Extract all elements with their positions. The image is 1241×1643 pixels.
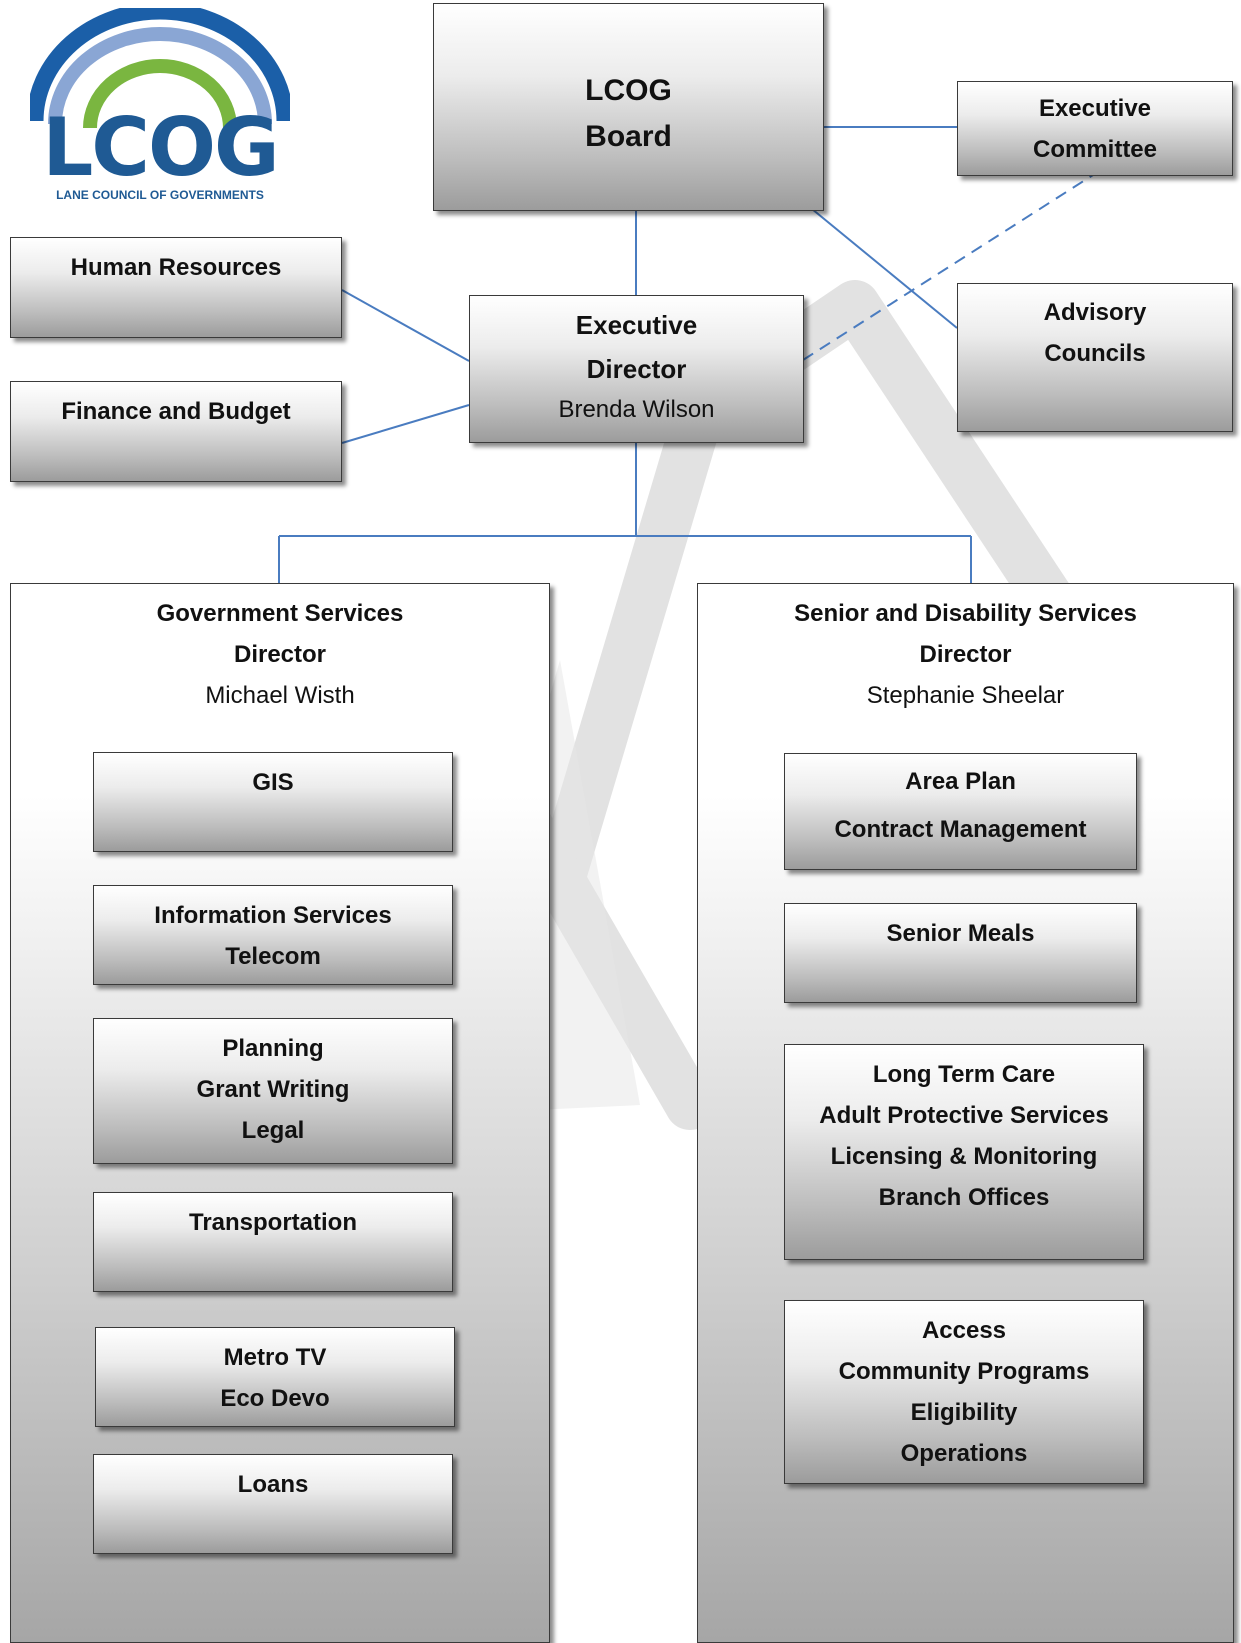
unit-gis-line1: GIS	[252, 769, 294, 796]
unit-senior-meals-line1: Senior Meals	[886, 920, 1035, 947]
unit-transportation-line1: Transportation	[188, 1209, 357, 1236]
executive-committee-line2: Committee	[1032, 136, 1158, 163]
unit-planning-line1: Planning	[222, 1035, 324, 1062]
unit-loans-line1: Loans	[237, 1471, 309, 1498]
advisory-councils-line1: Advisory	[1043, 299, 1147, 326]
executive-director-line2: Director	[586, 354, 687, 384]
unit-long-term-care-line1: Long Term Care	[872, 1061, 1056, 1088]
unit-planning-line3: Legal	[241, 1117, 305, 1144]
government-services-header: Government Services Director Michael Wis…	[11, 584, 549, 716]
executive-director-box: Executive Director Brenda Wilson	[469, 295, 804, 443]
lcog-logo: LCOG LANE COUNCIL OF GOVERNMENTS	[26, 2, 294, 208]
unit-transportation: Transportation	[93, 1192, 453, 1292]
lcog-board-box: LCOG Board	[433, 3, 824, 211]
advisory-councils-box: Advisory Councils	[957, 283, 1233, 432]
unit-access-line3: Eligibility	[910, 1399, 1018, 1426]
executive-committee-box: Executive Committee	[957, 81, 1233, 176]
unit-area-plan-line1: Area Plan	[905, 768, 1016, 795]
executive-director-line1: Executive	[575, 310, 698, 340]
unit-access-line4: Operations	[900, 1440, 1028, 1467]
logo-letters: LCOG	[42, 101, 279, 194]
unit-long-term-care-line2: Adult Protective Services	[819, 1102, 1109, 1129]
unit-metro-tv: Metro TV Eco Devo	[95, 1327, 455, 1427]
unit-information-services-line1: Information Services	[154, 902, 392, 929]
senior-disability-services-title: Senior and Disability Services	[794, 600, 1137, 627]
executive-committee-line1: Executive	[1038, 95, 1152, 122]
human-resources-box: Human Resources	[10, 237, 342, 338]
senior-disability-services-role: Director	[919, 641, 1012, 668]
board-title-line1: LCOG	[585, 74, 672, 107]
senior-disability-services-header: Senior and Disability Services Director …	[698, 584, 1233, 716]
board-title-line2: Board	[585, 120, 672, 153]
government-services-director-name: Michael Wisth	[205, 682, 355, 709]
unit-information-services: Information Services Telecom	[93, 885, 453, 985]
unit-loans: Loans	[93, 1454, 453, 1554]
unit-long-term-care-line4: Branch Offices	[878, 1184, 1050, 1211]
unit-access: Access Community Programs Eligibility Op…	[784, 1300, 1144, 1484]
unit-area-plan: Area Plan Contract Management	[784, 753, 1137, 870]
unit-planning: Planning Grant Writing Legal	[93, 1018, 453, 1164]
finance-budget-box: Finance and Budget	[10, 381, 342, 482]
unit-metro-tv-line1: Metro TV	[223, 1344, 327, 1371]
logo-tagline: LANE COUNCIL OF GOVERNMENTS	[56, 188, 264, 202]
advisory-councils-line2: Councils	[1044, 340, 1146, 367]
unit-long-term-care-line3: Licensing & Monitoring	[830, 1143, 1098, 1170]
unit-information-services-line2: Telecom	[225, 943, 321, 970]
government-services-title: Government Services	[156, 600, 404, 627]
executive-director-name: Brenda Wilson	[558, 396, 715, 423]
unit-area-plan-line2: Contract Management	[834, 816, 1087, 843]
unit-metro-tv-line2: Eco Devo	[220, 1385, 330, 1412]
government-services-role: Director	[233, 641, 327, 668]
unit-long-term-care: Long Term Care Adult Protective Services…	[784, 1044, 1144, 1260]
unit-senior-meals: Senior Meals	[784, 903, 1137, 1003]
unit-access-line1: Access	[921, 1317, 1007, 1344]
unit-access-line2: Community Programs	[838, 1358, 1090, 1385]
senior-disability-services-director-name: Stephanie Sheelar	[866, 682, 1065, 709]
human-resources-label: Human Resources	[70, 254, 282, 281]
finance-budget-label: Finance and Budget	[61, 398, 291, 425]
unit-planning-line2: Grant Writing	[196, 1076, 350, 1103]
unit-gis: GIS	[93, 752, 453, 852]
